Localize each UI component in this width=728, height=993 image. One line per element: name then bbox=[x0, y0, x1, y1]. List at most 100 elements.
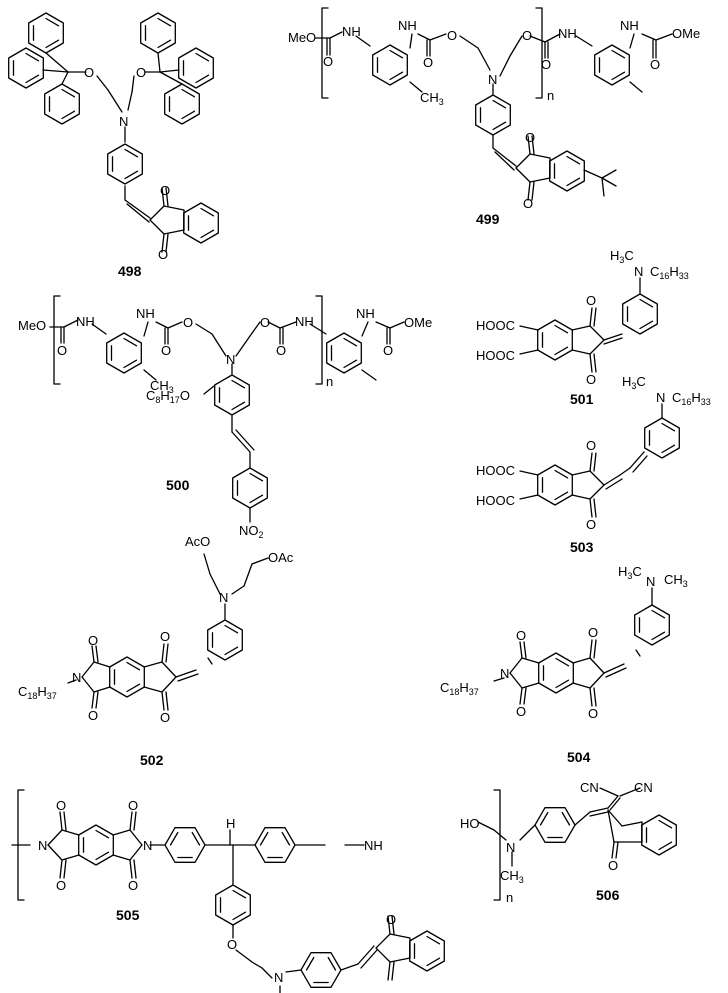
compound-label-498: 498 bbox=[118, 263, 142, 279]
repeat-n: n bbox=[506, 890, 513, 905]
compound-501: O O N H3C C16H33 HOOC HOOC 501 bbox=[476, 248, 689, 407]
atom-o: O bbox=[88, 708, 98, 723]
atom-o: O bbox=[586, 293, 596, 308]
atom-nh: NH bbox=[76, 314, 95, 329]
atom-n: N bbox=[506, 840, 515, 855]
atom-o: O bbox=[260, 315, 270, 330]
methoxy-label: MeO bbox=[18, 318, 46, 333]
atom-n: N bbox=[646, 574, 655, 589]
compound-label-506: 506 bbox=[596, 887, 620, 903]
compound-506: HO N CH3 CN CN O 506 bbox=[460, 780, 677, 903]
methyl-label: CH3 bbox=[664, 572, 688, 589]
atom-o: O bbox=[447, 28, 457, 43]
compound-label-502: 502 bbox=[140, 752, 164, 768]
atom-o: O bbox=[158, 247, 168, 262]
atom-o: O bbox=[227, 937, 237, 952]
compound-label-504: 504 bbox=[567, 749, 591, 765]
atom-o: O bbox=[650, 57, 660, 72]
atom-n: N bbox=[226, 352, 235, 367]
atom-o: O bbox=[161, 343, 171, 358]
compound-499: MeO O NH NH O O N O O NH NH O OMe CH3 n … bbox=[288, 7, 700, 227]
atom-o: O bbox=[541, 57, 551, 72]
hexadecyl-label: C16H33 bbox=[672, 390, 711, 407]
atom-o: O bbox=[160, 629, 170, 644]
atom-nh: NH bbox=[620, 18, 639, 33]
atom-o: O bbox=[84, 65, 94, 80]
methyl-label: H3C bbox=[610, 248, 634, 265]
compound-label-505: 505 bbox=[116, 907, 140, 923]
atom-o: O bbox=[588, 706, 598, 721]
atom-nh: NH bbox=[398, 18, 417, 33]
methoxy-label: MeO bbox=[288, 30, 316, 45]
atom-o: O bbox=[57, 343, 67, 358]
atom-o: O bbox=[160, 710, 170, 725]
atom-o: O bbox=[423, 55, 433, 70]
atom-o: O bbox=[383, 343, 393, 358]
atom-o: O bbox=[276, 343, 286, 358]
atom-n: N bbox=[488, 72, 497, 87]
atom-o: O bbox=[586, 438, 596, 453]
atom-o: O bbox=[136, 65, 146, 80]
methoxy-label: OMe bbox=[672, 26, 700, 41]
methyl-label: CH3 bbox=[500, 868, 524, 885]
hexadecyl-label: C16H33 bbox=[650, 264, 689, 281]
compound-label-500: 500 bbox=[166, 477, 190, 493]
compound-498: O O N O O 498 bbox=[8, 12, 219, 279]
compound-500: MeO O NH NH O O N O O NH NH O OMe CH3 n … bbox=[18, 295, 432, 540]
atom-o: O bbox=[128, 798, 138, 813]
atom-nh: NH bbox=[342, 24, 361, 39]
compound-504: N O O O O N H3C CH3 C18H37 504 bbox=[440, 564, 688, 765]
methyl-label: CH3 bbox=[420, 90, 444, 107]
carboxyl-label: HOOC bbox=[476, 318, 515, 333]
atom-n: N bbox=[38, 838, 47, 853]
compound-503: O O N H3C C16H33 HOOC HOOC 503 bbox=[476, 374, 711, 555]
methyl-label: H3C bbox=[618, 564, 642, 581]
nitrile-label: CN bbox=[580, 780, 599, 795]
atom-n: N bbox=[500, 666, 509, 681]
methyl-label: H3C bbox=[622, 374, 646, 391]
atom-o: O bbox=[516, 704, 526, 719]
atom-o: O bbox=[588, 625, 598, 640]
octadecyl-label: C18H37 bbox=[440, 680, 479, 697]
acetoxy-label: AcO bbox=[185, 534, 210, 549]
compound-label-501: 501 bbox=[570, 391, 594, 407]
atom-nh: NH bbox=[558, 26, 577, 41]
atom-o: O bbox=[586, 372, 596, 387]
atom-o: O bbox=[323, 54, 333, 69]
atom-nh: NH bbox=[356, 306, 375, 321]
carboxyl-label: HOOC bbox=[476, 493, 515, 508]
atom-n: N bbox=[634, 264, 643, 279]
atom-h: H bbox=[226, 816, 235, 831]
methoxy-label: OMe bbox=[404, 315, 432, 330]
atom-o: O bbox=[183, 315, 193, 330]
carboxyl-label: HOOC bbox=[476, 348, 515, 363]
atom-o: O bbox=[386, 912, 396, 927]
compound-label-499: 499 bbox=[476, 211, 500, 227]
acetoxy-label: OAc bbox=[268, 550, 294, 565]
nitro-label: NO2 bbox=[239, 523, 264, 540]
atom-o: O bbox=[56, 798, 66, 813]
atom-o: O bbox=[56, 878, 66, 893]
atom-o: O bbox=[88, 633, 98, 648]
carboxyl-label: HOOC bbox=[476, 463, 515, 478]
atom-n: N bbox=[219, 590, 228, 605]
atom-o: O bbox=[160, 183, 170, 198]
repeat-n: n bbox=[547, 88, 554, 103]
compound-label-503: 503 bbox=[570, 539, 594, 555]
atom-o: O bbox=[525, 130, 535, 145]
compound-502: N O O O O N AcO OAc C18H37 502 bbox=[18, 534, 294, 768]
atom-n: N bbox=[119, 114, 128, 129]
atom-o: O bbox=[522, 28, 532, 43]
methyl-label: CH3 bbox=[150, 378, 174, 395]
octadecyl-label: C18H37 bbox=[18, 684, 57, 701]
atom-n: N bbox=[656, 390, 665, 405]
atom-n: N bbox=[274, 970, 283, 985]
nitrile-label: CN bbox=[634, 780, 653, 795]
atom-o: O bbox=[608, 858, 618, 873]
octyloxy-label: C8H17O bbox=[146, 388, 190, 405]
atom-o: O bbox=[128, 878, 138, 893]
atom-o: O bbox=[586, 517, 596, 532]
atom-n: N bbox=[143, 838, 152, 853]
hydroxyl-label: HO bbox=[460, 816, 480, 831]
